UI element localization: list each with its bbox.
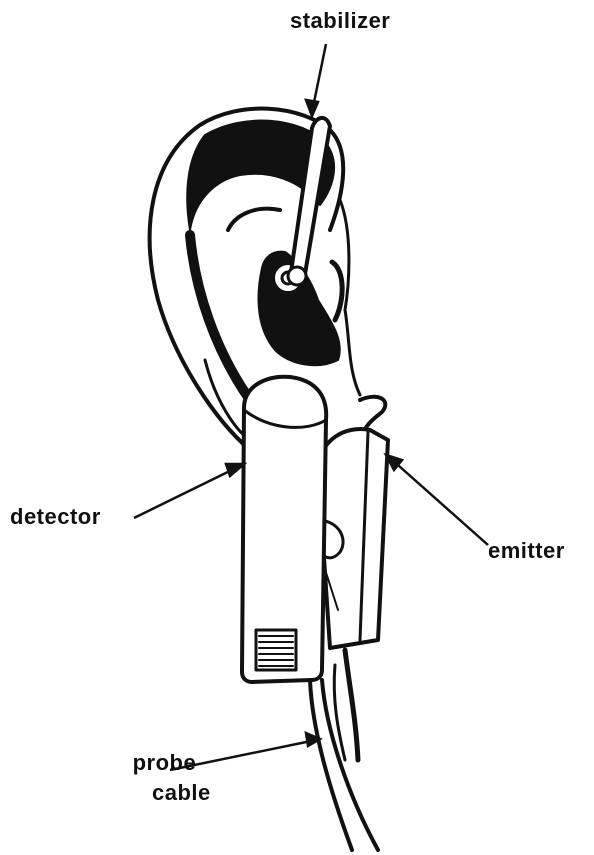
- detector-arrowhead: [226, 464, 244, 476]
- detector-leader: [134, 466, 240, 518]
- detector-label: detector: [10, 504, 101, 530]
- probe-cable-label-line2: cable: [118, 778, 211, 808]
- probe-cable-label-line1: probe: [118, 748, 211, 778]
- probe-cable-line: [310, 680, 378, 850]
- probe-cable-label: probe cable: [118, 748, 211, 808]
- stabilizer-label: stabilizer: [290, 8, 390, 34]
- ear-clip: [242, 377, 388, 682]
- emitter-label: emitter: [488, 538, 565, 564]
- stabilizer-arrowhead: [306, 100, 318, 116]
- emitter-leader: [390, 458, 488, 545]
